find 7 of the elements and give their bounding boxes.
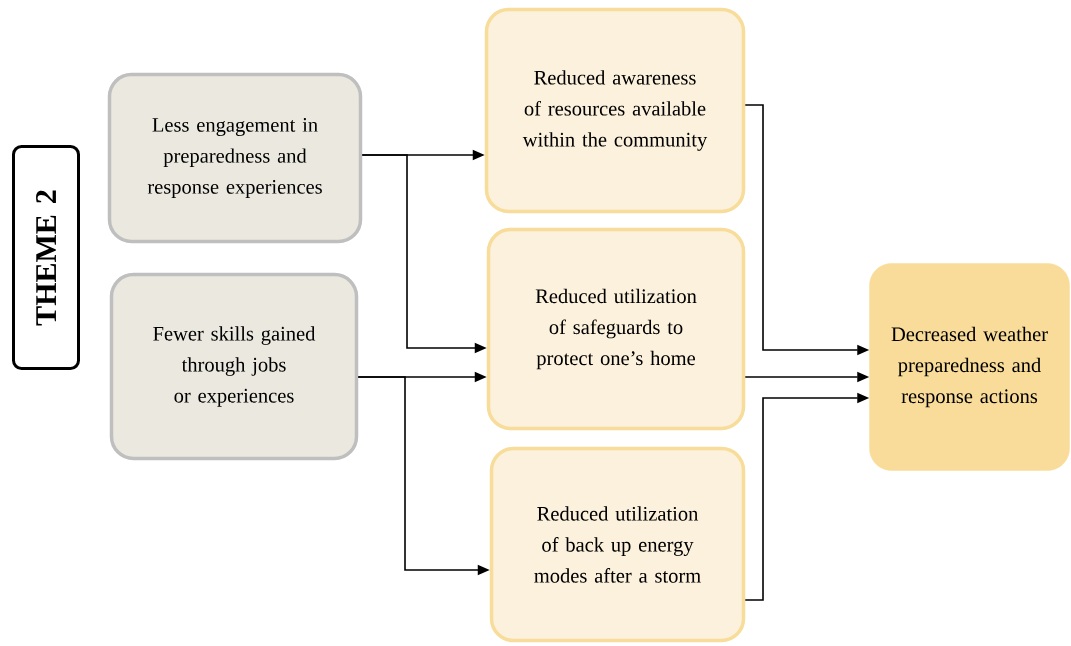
effect-box: Reduced utilization of safeguards to protect one’s home [486,227,746,431]
cause-box: Less engagement in preparedness and response experiences [107,72,363,244]
effect-box: Reduced awareness of resources available within the community [484,7,746,214]
outcome-box: Decreased weather preparedness and response actions [869,263,1070,471]
effect-box: Reduced utilization of back up energy modes after a storm [489,446,746,643]
cause-box: Fewer skills gained through jobs or experiences [109,272,359,461]
theme-label-box: THEME 2 [12,145,80,370]
